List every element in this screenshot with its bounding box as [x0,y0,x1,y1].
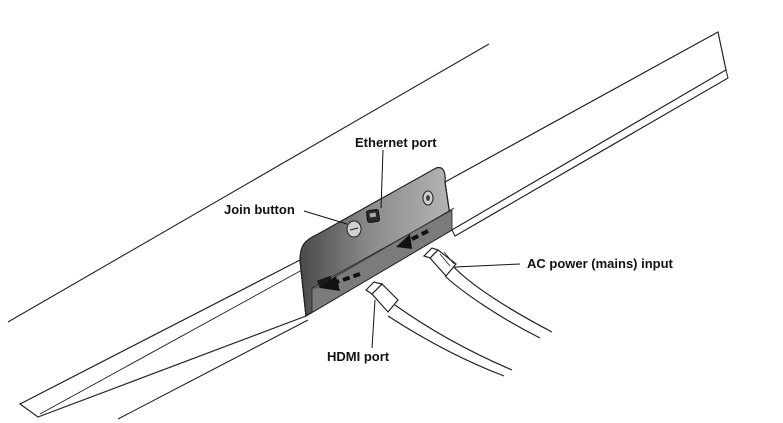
hdmi-leader-line [371,299,376,349]
join-leader-line [303,210,348,225]
ac-power-socket[interactable] [422,190,434,206]
ac-power-leader-line [454,263,521,268]
hdmi-cable[interactable] [365,281,513,377]
hdmi-port-label: HDMI port [327,349,390,364]
join-button-label: Join button [224,202,295,217]
ethernet-port[interactable] [365,208,381,224]
wall-edge-line [7,43,490,323]
join-button[interactable] [346,220,362,238]
ac-power-label: AC power (mains) input [527,256,674,271]
hdmi-port[interactable] [317,275,333,289]
ethernet-leader-line [380,149,384,209]
hdmi-arrow [320,272,361,291]
ac-power-cable[interactable] [422,247,553,339]
soundbar-right-section [444,31,729,237]
ac-power-arrow [396,229,429,249]
ethernet-port-label: Ethernet port [355,135,437,150]
soundbar-left-section [18,259,309,420]
